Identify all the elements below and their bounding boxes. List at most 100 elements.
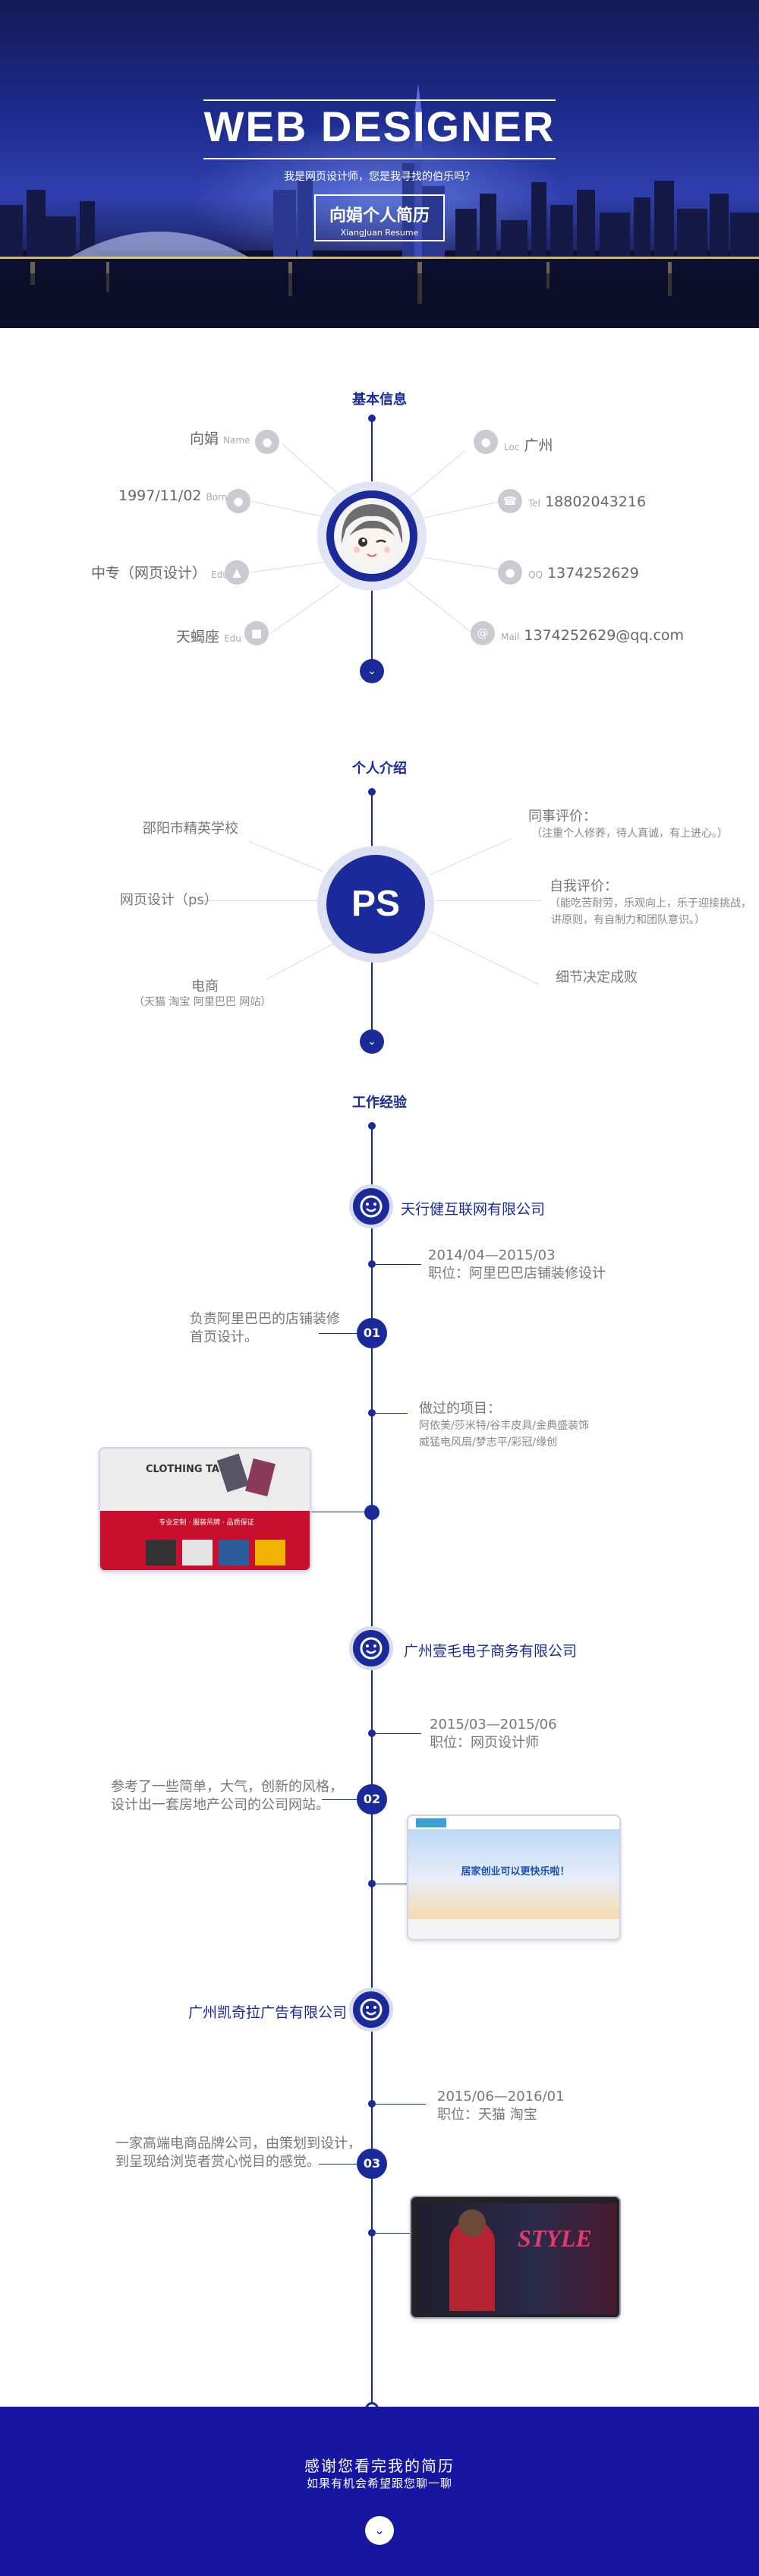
chevron-down-icon: ⌄ [367, 665, 376, 677]
smile-icon [360, 1637, 383, 1660]
spoke-line [424, 557, 502, 570]
footer-thanks: 感谢您看完我的简历 [304, 2457, 455, 2475]
job-2-desc2: 设计出一套房地产公司的公司网站。 [111, 1797, 329, 1813]
info-qq: QQ 1374252629 [528, 565, 639, 582]
job-1-role: 职位：阿里巴巴店铺装修设计 [428, 1266, 606, 1282]
intro-self-body2: 讲原则，有自制力和团队意识。） [551, 914, 705, 926]
timeline-dot [368, 415, 376, 422]
spoke-line [429, 931, 539, 985]
shot-title: STYLE [518, 2224, 592, 2252]
shot-footer [408, 1919, 619, 1939]
job-2-number: 02 [357, 1784, 387, 1815]
scroll-down-button[interactable]: ⌄ [360, 1029, 384, 1054]
timeline-dot [368, 1409, 376, 1417]
info-name: 向娟 Name [190, 430, 250, 447]
connector-line [319, 2164, 357, 2165]
connector-line [376, 1733, 421, 1734]
birthday-icon: ● [226, 489, 250, 513]
shot-item [146, 1540, 176, 1565]
basic-info-title: 基本信息 [352, 392, 407, 408]
smile-icon [360, 1195, 383, 1218]
connector-line [376, 1264, 421, 1265]
job-2-role: 职位：网页设计师 [430, 1735, 539, 1751]
job-1-projects-title: 做过的项目： [419, 1401, 501, 1417]
shot-nav [408, 1816, 619, 1830]
job-2-screenshot: 居家创业可以更快乐啦！ [407, 1815, 621, 1941]
job-1-marker [349, 1184, 393, 1228]
info-zodiac: 天蝎座 Edu [176, 629, 241, 645]
chevron-down-icon: ⌄ [367, 1036, 376, 1048]
zodiac-icon: ■ [244, 621, 269, 645]
shot-title: CLOTHING TAGS [146, 1464, 235, 1475]
hero-bottom-rule [203, 158, 556, 159]
job-2-desc1: 参考了一些简单，大气，创新的风格， [111, 1779, 343, 1795]
city-skyline-image [0, 84, 759, 328]
ps-circle: PS [317, 846, 434, 963]
chevron-down-icon: ⌄ [374, 2523, 385, 2537]
intro-web: 网页设计（ps） [120, 892, 218, 908]
job-3-period: 2015/06—2016/01 [437, 2089, 565, 2105]
avatar-ring [317, 481, 427, 591]
job-3-number: 03 [357, 2149, 387, 2179]
job-2-company: 广州壹毛电子商务有限公司 [404, 1643, 578, 1660]
timeline-dot [368, 788, 376, 796]
phone-icon: ☎ [498, 489, 522, 513]
intro-school: 邵阳市精英学校 [143, 821, 238, 837]
connector-line [376, 1413, 408, 1414]
graduation-cap-icon: ▲ [225, 560, 249, 585]
location-icon: ● [474, 430, 498, 454]
shot-model-head [458, 2209, 486, 2237]
timeline-dot [368, 1729, 376, 1737]
connector-line [322, 1799, 357, 1800]
spoke-line [203, 900, 319, 901]
shot-item [255, 1540, 285, 1565]
job-3-marker [349, 1988, 393, 2032]
job-3-desc2: 到呈现给浏览者赏心悦目的感觉。 [115, 2154, 320, 2170]
job-1-desc2: 首页设计。 [190, 1329, 258, 1345]
job-1-desc1: 负责阿里巴巴的店铺装修 [190, 1311, 340, 1327]
intro-self-title: 自我评价： [550, 878, 618, 894]
user-icon: ● [255, 430, 279, 454]
spoke-line [266, 942, 336, 980]
footer-invite: 如果有机会希望跟您聊一聊 [306, 2477, 452, 2490]
shot-top [100, 1449, 310, 1511]
job-3-desc1: 一家高端电商品牌公司，由策划到设计， [115, 2136, 361, 2152]
job-1-projects1: 阿依美/莎米特/谷丰皮具/金典盛装饰 [419, 1420, 590, 1432]
connector-line [376, 2104, 426, 2105]
info-mail: Mail 1374252629@qq.com [501, 627, 685, 644]
job-1-period: 2014/04—2015/03 [428, 1247, 556, 1263]
info-edu: 中专（网页设计） Edu [91, 565, 228, 582]
spoke-line [270, 584, 341, 634]
work-timeline [371, 1127, 373, 2408]
intro-peer-body: （注重个人修养，待人真诚，有上进心。） [531, 828, 728, 840]
job-1-screenshot: CLOTHING TAGS 专业定制 · 服装吊牌 · 品质保证 [99, 1447, 311, 1572]
timeline-dot [368, 2100, 376, 2108]
hero-title: WEB DESIGNER [203, 102, 556, 150]
spoke-line [422, 501, 499, 519]
job-1-number: 01 [357, 1318, 387, 1348]
scroll-down-button[interactable]: ⌄ [360, 659, 384, 683]
hero-subtitle: 我是网页设计师，您是我寻找的伯乐吗？ [284, 171, 475, 183]
connector-line [376, 2233, 411, 2234]
connector-line [319, 1333, 357, 1334]
intro-detail: 细节决定成败 [556, 970, 638, 985]
job-3-role: 职位：天猫 淘宝 [437, 2107, 537, 2123]
timeline-dot [364, 1505, 380, 1520]
spoke-line [248, 841, 324, 872]
timeline-dot [368, 1260, 376, 1268]
timeline-dot [368, 1122, 376, 1130]
qq-icon: ● [498, 560, 522, 585]
info-born: 1997/11/02 Born [118, 487, 228, 504]
ps-label: PS [326, 855, 425, 954]
intro-title: 个人介绍 [352, 761, 407, 777]
timeline-dot [368, 2229, 376, 2237]
job-3-screenshot: STYLE [410, 2196, 621, 2319]
hero-name-box: 向娟个人简历 XiangJuan Resume [314, 194, 445, 241]
hero-top-rule [203, 99, 556, 101]
footer-scroll-button[interactable]: ⌄ [365, 2516, 394, 2545]
job-1-projects2: 威猛电风扇/梦志平/彩冠/缘创 [419, 1436, 558, 1449]
cartoon-avatar-icon [341, 504, 403, 565]
mail-icon: @ [471, 621, 495, 645]
info-location: Loc 广州 [504, 437, 553, 454]
